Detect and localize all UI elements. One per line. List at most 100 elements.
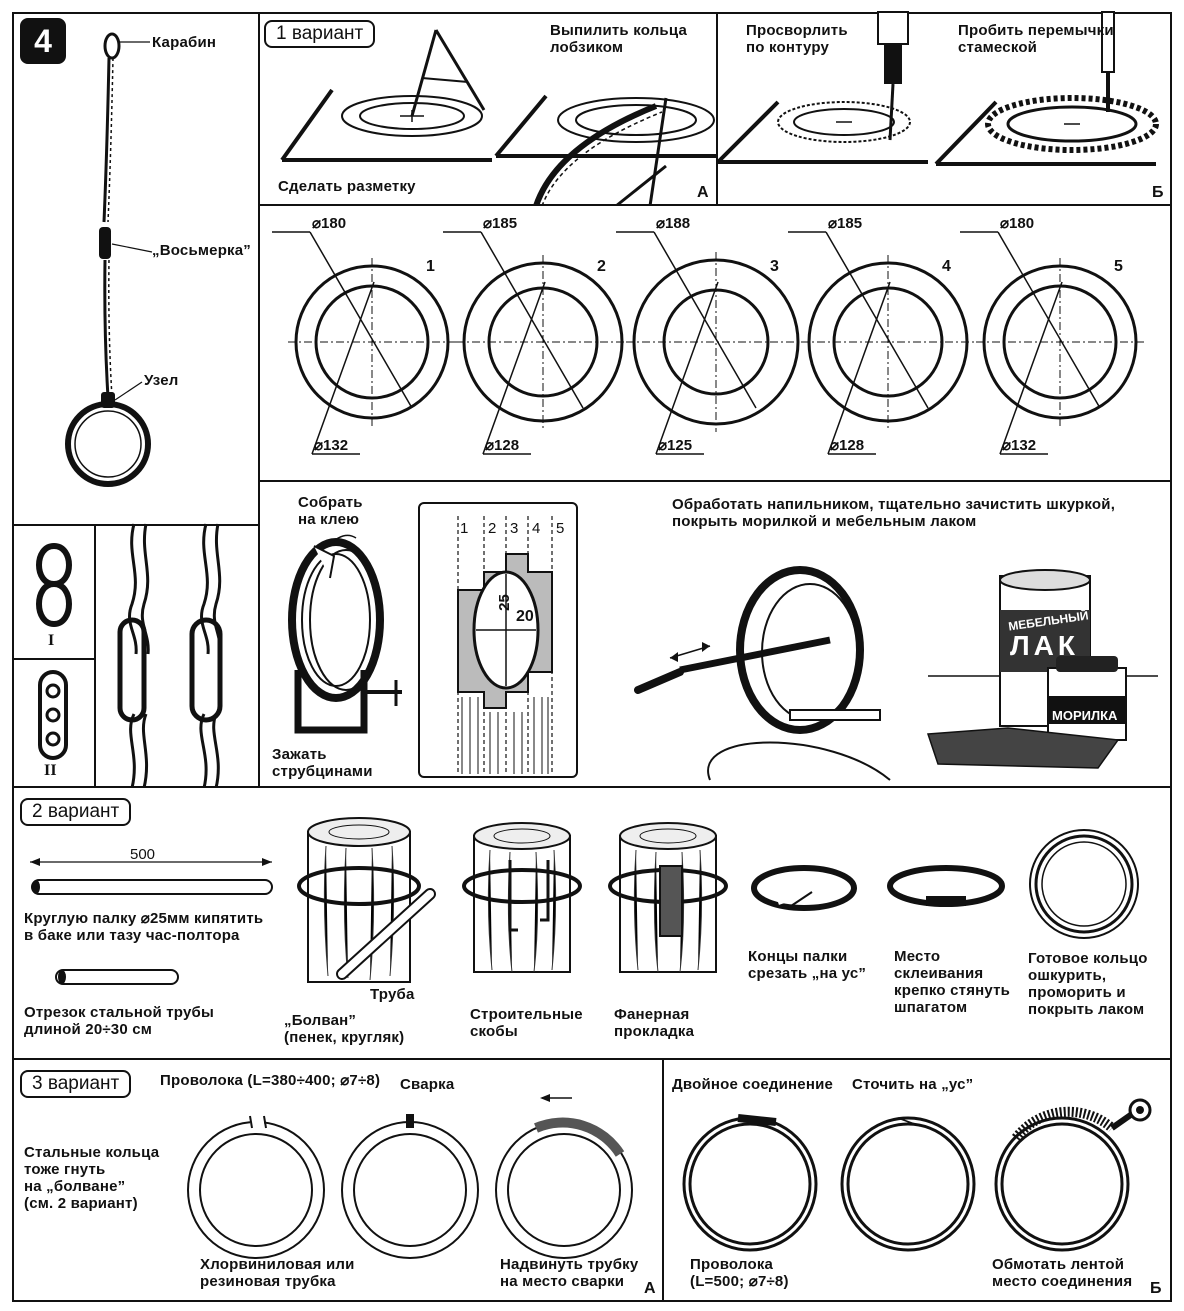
make-marking-label: Сделать разметку <box>278 178 416 195</box>
marking-with-compass-drawing <box>280 29 492 162</box>
ring-3-outer-diameter: ⌀188 <box>656 215 691 232</box>
glue-clamp-drawing <box>288 534 402 734</box>
figure-eight-label: „Восьмерка” <box>152 242 252 259</box>
variant3-title: 3 вариант <box>20 1070 132 1098</box>
filing-drawing <box>634 566 891 781</box>
connector-type-2-label: II <box>44 762 57 779</box>
layer-number-2: 2 <box>488 520 497 537</box>
ring-3-inner-diameter: ⌀125 <box>658 437 693 454</box>
connector-type-1-label: I <box>48 632 55 649</box>
layer-number-3: 3 <box>510 520 519 537</box>
laminated-cross-section <box>457 516 553 774</box>
boil-stick-label: Круглую палку ⌀25мм кипятить в баке или … <box>24 910 264 944</box>
jigsaw-drawing <box>494 94 716 208</box>
varnish-can-label-main: ЛАК <box>1010 630 1079 661</box>
variant1-steps-panel <box>258 12 1172 206</box>
stick-length: 500 <box>130 846 156 863</box>
ring-drawing-5 <box>960 231 1144 455</box>
wire-ring-gap <box>187 1110 325 1259</box>
ring-drawing-4 <box>788 231 975 455</box>
glue-place-label: Место склеивания крепко стянуть шпагатом <box>894 948 1011 1016</box>
section-width: 20 <box>516 608 534 625</box>
gymnastic-ring-rope-drawing <box>65 32 153 487</box>
staples-on-blank-drawing <box>462 822 582 973</box>
taped-ring <box>994 1098 1152 1252</box>
pvc-tube-label: Хлорвиниловая или резиновая трубка <box>200 1256 355 1290</box>
steel-pipe-piece <box>55 969 179 985</box>
blank-label: „Болван” (пенек, кругляк) <box>284 1012 405 1046</box>
tape-label: Обмотать лентой место соединения <box>992 1256 1133 1290</box>
weld-label: Сварка <box>400 1076 455 1093</box>
double-joint-ring <box>682 1114 818 1252</box>
clamp-label: Зажать струбцинами <box>272 746 373 780</box>
ring-2-outer-diameter: ⌀185 <box>483 215 518 232</box>
variant3-panel <box>12 1058 1172 1302</box>
ring-drawing-1 <box>272 231 456 455</box>
step-a-marker: А <box>697 184 709 201</box>
ring-4-number: 4 <box>942 258 951 275</box>
ring-dimension-drawings <box>272 231 1144 455</box>
pipe-label: Труба <box>370 986 415 1003</box>
ring-1-inner-diameter: ⌀132 <box>314 437 349 454</box>
scarf-joint-ring <box>840 1116 976 1252</box>
connector-figure-eight-icon <box>36 542 72 628</box>
scarf-cut-ring-drawing <box>751 865 857 911</box>
wire2-label: Проволока (L=500; ⌀7÷8) <box>690 1256 789 1290</box>
connector-type-1-panel <box>12 524 96 660</box>
varnish-can-and-stain-jar <box>926 569 1158 769</box>
connector-plate-icon <box>38 670 68 760</box>
scarf-cut-label: Концы палки срезать „на ус” <box>748 948 867 982</box>
tube-sliding-ring <box>495 1094 633 1259</box>
variant3-a-marker: А <box>644 1280 656 1297</box>
steel-rings-note: Стальные кольца тоже гнуть на „болване” … <box>24 1144 160 1212</box>
ring-dimensions-panel <box>258 204 1172 482</box>
double-joint-label: Двойное соединение <box>672 1076 834 1093</box>
layer-number-1: 1 <box>460 520 469 537</box>
ring-drawing-3 <box>616 231 806 455</box>
ring-5-number: 5 <box>1114 258 1123 275</box>
ring-1-number: 1 <box>426 258 435 275</box>
variant3-divider <box>662 1058 664 1302</box>
variant1-title: 1 вариант <box>264 20 376 48</box>
finished-ring-label: Готовое кольцо ошкурить, проморить и пок… <box>1028 950 1148 1018</box>
ring-5-outer-diameter: ⌀180 <box>1000 215 1035 232</box>
chisel-drawing <box>934 11 1159 166</box>
ring-2-number: 2 <box>597 258 606 275</box>
carabiner-label: Карабин <box>152 34 217 51</box>
variant2-title: 2 вариант <box>20 798 132 826</box>
layer-number-4: 4 <box>532 520 541 537</box>
chisel-label: Пробить перемычки стамеской <box>958 22 1114 56</box>
variant2-panel <box>12 786 1172 1060</box>
step-b-marker: Б <box>1152 184 1164 201</box>
jigsaw-label: Выпилить кольца лобзиком <box>550 22 688 56</box>
ring-1-outer-diameter: ⌀180 <box>312 215 347 232</box>
stain-jar-label: МОРИЛКА <box>1052 708 1118 723</box>
sharpen-label: Сточить на „ус” <box>852 1076 974 1093</box>
plywood-spacer-drawing <box>608 822 728 973</box>
wire-spec-label: Проволока (L=380÷400; ⌀7÷8) <box>160 1072 381 1089</box>
ring-4-inner-diameter: ⌀128 <box>830 437 865 454</box>
ring-5-inner-diameter: ⌀132 <box>1002 437 1037 454</box>
plywood-label: Фанерная прокладка <box>614 1006 695 1040</box>
layer-number-5: 5 <box>556 520 565 537</box>
cross-section-frame <box>418 502 578 778</box>
glued-ring-drawing <box>887 865 1005 907</box>
left-rope-panel <box>12 12 260 526</box>
knot-label: Узел <box>144 372 179 389</box>
ring-drawing-2 <box>443 231 630 455</box>
figure-number-badge: 4 <box>20 18 66 64</box>
variant1-divider <box>716 12 718 206</box>
ring-3-number: 3 <box>770 258 779 275</box>
staples-label: Строительные скобы <box>470 1006 583 1040</box>
finished-wooden-ring <box>1029 829 1139 939</box>
ring-4-outer-diameter: ⌀185 <box>828 215 863 232</box>
bending-on-blank-drawing <box>297 817 436 983</box>
ring-2-inner-diameter: ⌀128 <box>485 437 520 454</box>
drilling-drawing <box>716 11 928 164</box>
slide-tube-label: Надвинуть трубку на место сварки <box>500 1256 639 1290</box>
drill-contour-label: Просворлить по контуру <box>746 22 848 56</box>
rope-connectors-drawing <box>117 523 223 789</box>
glue-label: Собрать на клею <box>298 494 363 528</box>
wooden-stick-drawing <box>30 858 273 895</box>
section-height: 25 <box>495 594 513 611</box>
